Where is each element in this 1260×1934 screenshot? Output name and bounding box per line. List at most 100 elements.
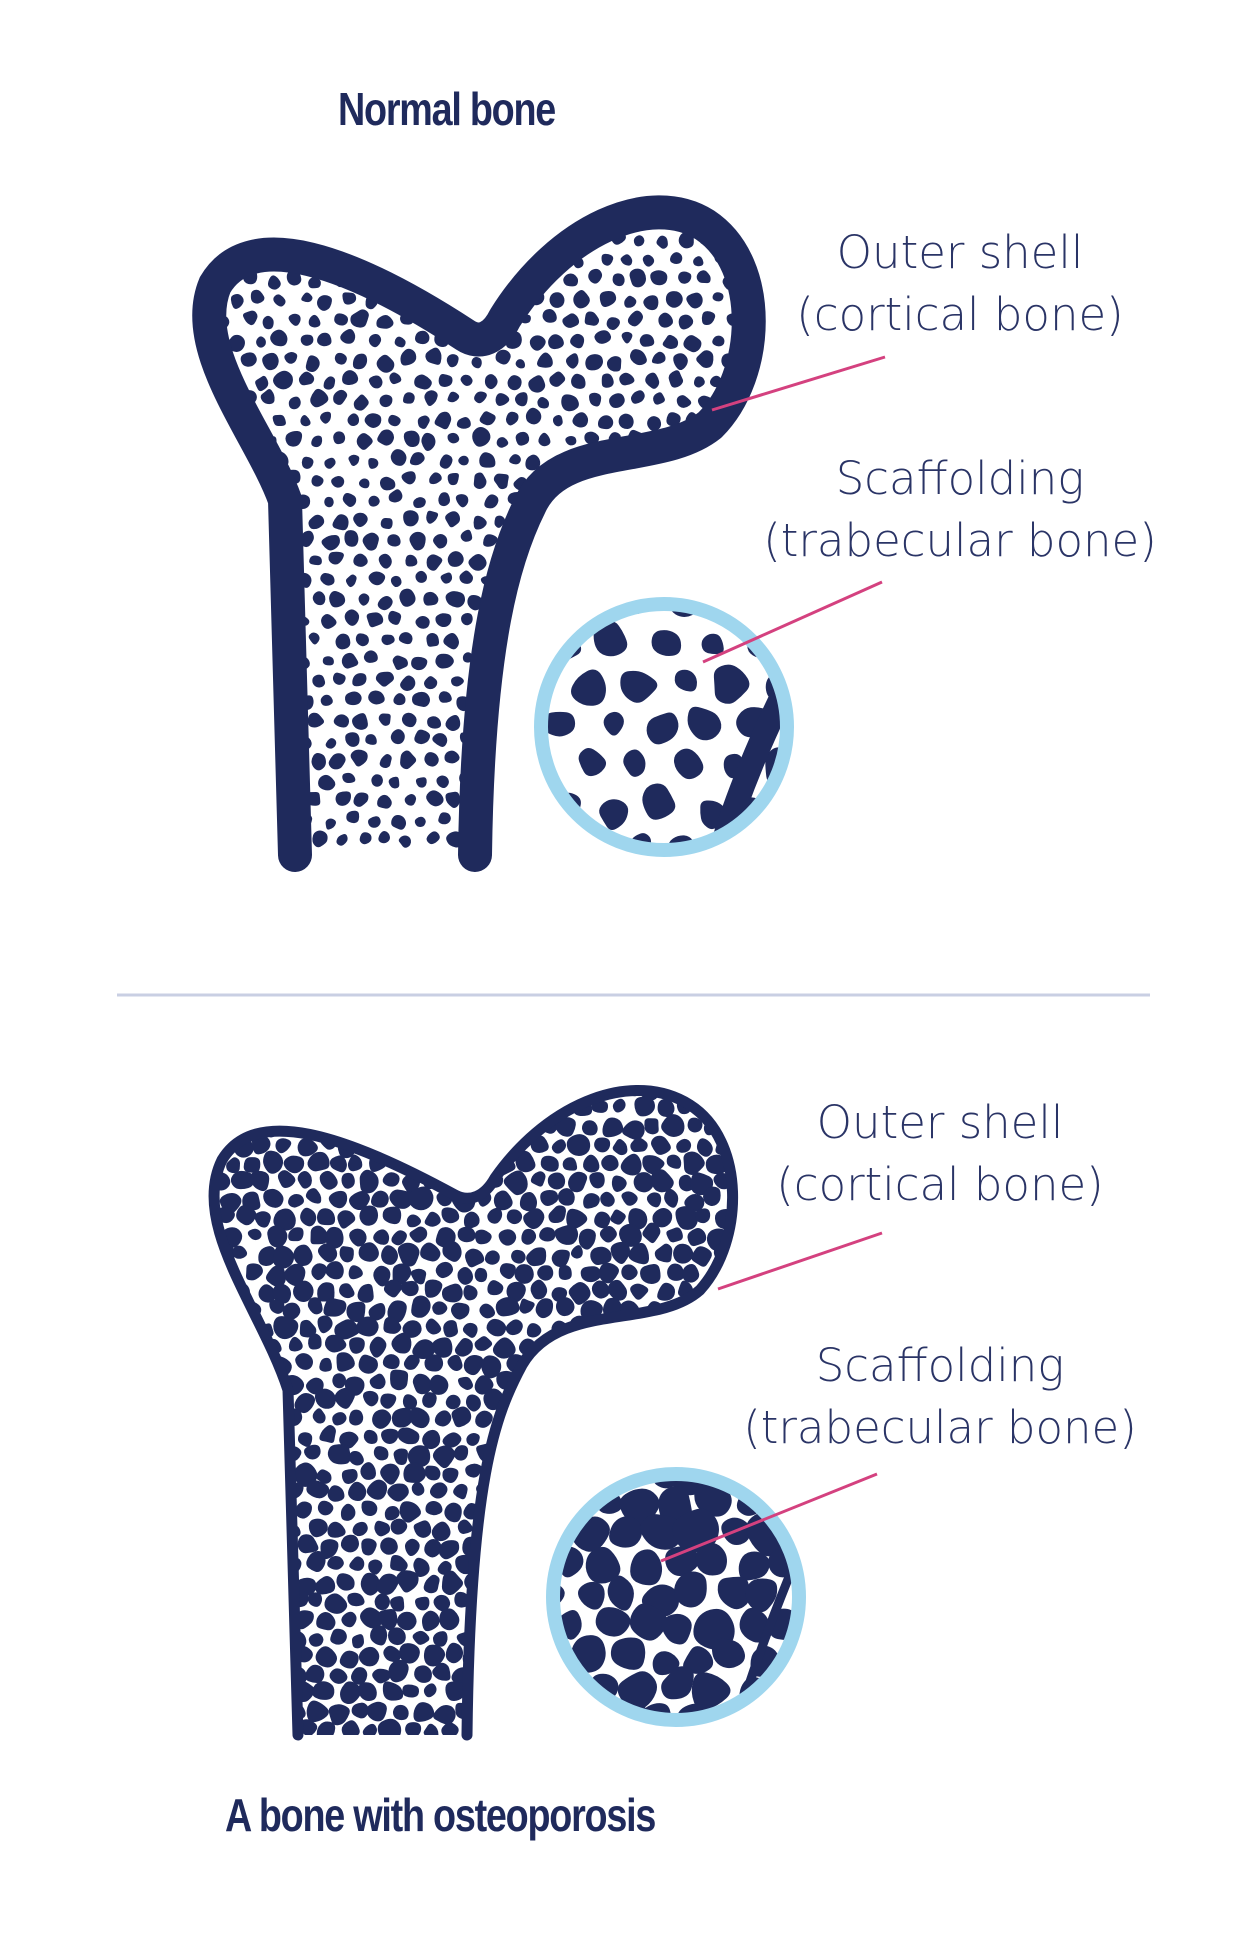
trabecular-pore [479,1303,496,1319]
trabecular-pore [736,219,744,229]
trabecular-pore [704,1296,725,1317]
trabecular-pore [692,1389,713,1412]
trabecular-pore [619,372,635,386]
trabecular-pore [349,1337,365,1354]
trabecular-pore [288,1194,305,1208]
trabecular-pore [493,1090,514,1099]
trabecular-pore [243,714,255,728]
trabecular-pore [213,1336,220,1354]
trabecular-pore [358,478,370,489]
trabecular-pore [525,454,541,471]
trabecular-pore [612,1431,628,1447]
trabecular-pore [344,609,360,626]
trabecular-pore [539,630,557,645]
trabecular-pore [538,1664,561,1683]
trabecular-pore [352,353,368,370]
trabecular-pore [606,356,622,372]
trabecular-pore [664,571,680,588]
trabecular-pore [472,426,491,447]
trabecular-pore [601,373,614,388]
trabecular-pore [329,1668,348,1684]
trabecular-pore [438,374,453,388]
trabecular-pore [548,334,564,350]
trabecular-pore [441,1207,460,1224]
trabecular-pore [502,811,516,825]
trabecular-pore [297,1138,318,1157]
trabecular-pore [388,489,403,503]
trabecular-pore [645,372,660,389]
trabecular-pore [483,534,498,547]
trabecular-pore [381,634,395,646]
trabecular-pore [375,671,394,687]
trabecular-pore [539,1090,557,1101]
trabecular-pore [509,454,521,465]
trabecular-pore [231,571,245,586]
trabecular-pore [189,1429,207,1446]
trabecular-pore [316,295,332,311]
trabecular-pore [588,477,600,489]
trabecular-pore [244,1374,264,1392]
osteoporosis-lens-ring [546,1467,806,1727]
trabecular-pore [550,1390,567,1406]
trabecular-pore [655,474,670,488]
trabecular-pore [622,1120,645,1140]
trabecular-pore [272,1245,295,1269]
trabecular-pore [516,1485,534,1502]
trabecular-pore [686,493,700,509]
trabecular-pore [384,1506,400,1521]
trabecular-pore [691,1246,712,1267]
trabecular-pore [185,1703,202,1722]
trabecular-pore [232,693,245,704]
trabecular-pore [433,534,448,549]
trabecular-pore [184,1301,198,1315]
trabecular-pore [390,729,405,745]
trabecular-pore [381,1428,399,1444]
trabecular-pore [398,835,412,848]
trabecular-pore [687,706,722,741]
trabecular-pore [229,456,244,470]
trabecular-pore [526,1247,547,1267]
trabecular-pore [408,1186,434,1211]
trabecular-pore [229,772,245,789]
trabecular-pore [676,395,692,408]
trabecular-pore [378,1608,398,1631]
trabecular-pore [664,1188,679,1208]
trabecular-pore [308,1633,324,1647]
trabecular-pore [339,1650,359,1669]
trabecular-pore [630,1137,648,1153]
trabecular-pore [214,454,222,469]
trabecular-pore [527,1538,544,1555]
trabecular-pore [472,1698,496,1722]
trabecular-pore [703,1186,721,1206]
trabecular-pore [285,430,303,447]
trabecular-pore [495,349,511,365]
trabecular-pore [561,595,579,611]
trabecular-pore [256,1645,275,1663]
trabecular-pore [372,1409,392,1429]
trabecular-pore [256,336,266,348]
trabecular-pore [725,430,741,446]
trabecular-pore [484,374,498,390]
trabecular-pore [403,1462,427,1483]
trabecular-pore [551,1139,567,1154]
trabecular-pore [368,495,380,507]
trabecular-pore [517,230,533,247]
trabecular-pore [710,532,725,546]
trabecular-pore [589,516,603,529]
trabecular-pore [427,716,442,729]
trabecular-pore [549,371,566,387]
trabecular-pore [593,620,628,657]
trabecular-pore [465,1394,481,1412]
trabecular-pore [183,295,194,307]
trabecular-pore [320,694,333,706]
trabecular-pore [324,1593,348,1614]
trabecular-pore [403,430,420,448]
trabecular-pore [535,1298,554,1319]
trabecular-pore [621,1264,638,1281]
trabecular-pore [333,237,344,249]
trabecular-pore [325,818,337,830]
trabecular-pore [682,1406,701,1427]
trabecular-pore [698,512,718,528]
trabecular-pore [496,1591,513,1610]
trabecular-pore [506,1209,523,1225]
